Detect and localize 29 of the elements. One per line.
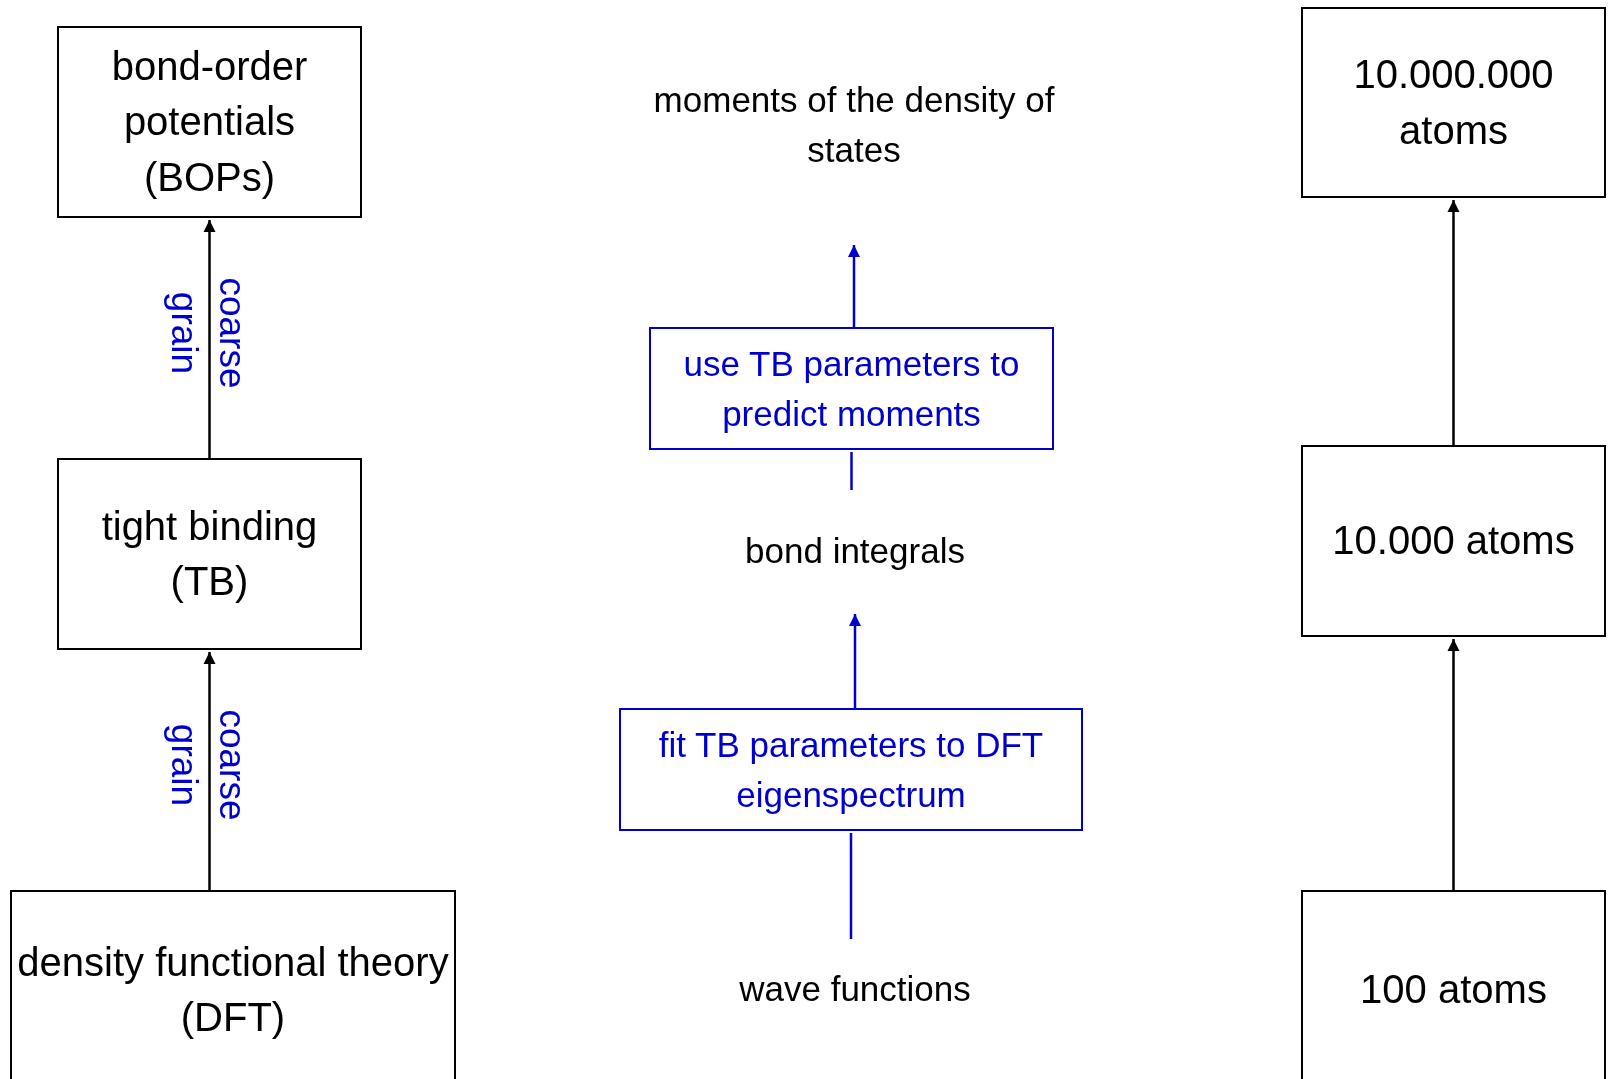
arrow — [203, 652, 216, 890]
box-label: density functional theory (DFT) — [16, 938, 450, 1041]
arrow — [1447, 200, 1460, 445]
process-box — [1301, 890, 1606, 1079]
connector-line — [849, 833, 853, 939]
arrow — [848, 245, 860, 327]
box-label: tight binding (TB) — [100, 502, 319, 605]
process-box — [1301, 7, 1606, 198]
arrow — [203, 220, 216, 458]
process-box — [649, 327, 1054, 450]
box-label: 10.000 atoms — [1332, 517, 1575, 565]
text-label: bond integrals — [745, 530, 965, 573]
text-label: moments of the density of states — [652, 79, 1056, 171]
process-box — [10, 890, 456, 1079]
box-label: 10.000.000 atoms — [1352, 51, 1555, 154]
text-label: wave functions — [739, 968, 971, 1011]
arrow — [1447, 639, 1460, 890]
box-label: bond-order potentials (BOPs) — [110, 43, 309, 201]
edge-label: coarse grain — [162, 277, 254, 389]
process-box — [57, 458, 362, 650]
box-label: 100 atoms — [1360, 966, 1547, 1014]
connector-line — [850, 452, 853, 490]
process-box — [619, 708, 1083, 831]
box-label: fit TB parameters to DFT eigenspectrum — [657, 723, 1045, 816]
process-box — [57, 26, 362, 218]
edge-label: coarse grain — [162, 709, 254, 821]
process-box — [1301, 445, 1606, 637]
box-label: use TB parameters to predict moments — [682, 342, 1021, 435]
arrow — [849, 614, 861, 708]
